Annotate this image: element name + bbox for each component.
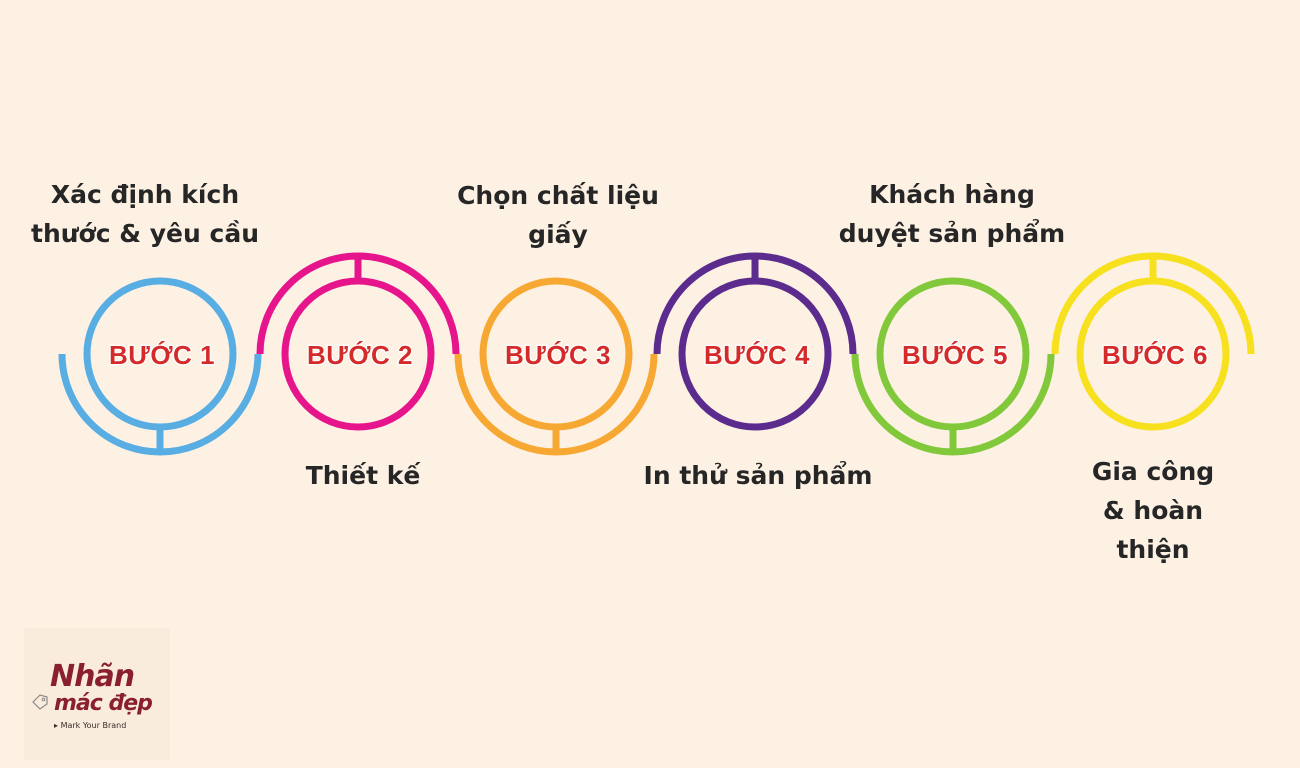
step-1-label: BƯỚC 1 (109, 340, 215, 370)
step-1-description: Xác định kích thước & yêu cầu (31, 180, 259, 248)
step-4-label: BƯỚC 4 (704, 340, 810, 370)
step-6-description: Gia công & hoàn thiện (1091, 457, 1215, 564)
step-5-label: BƯỚC 5 (902, 340, 1008, 370)
logo-line-1: Nhãn (50, 659, 135, 694)
brand-logo: Nhãn mác đẹp ▸ Mark Your Brand (24, 628, 170, 760)
step-3-circle (479, 277, 633, 431)
step-6-label: BƯỚC 6 (1102, 340, 1208, 370)
step-5-circle (876, 277, 1030, 431)
step-3-description: Chọn chất liệu giấy (457, 181, 659, 249)
logo-tagline: ▸ Mark Your Brand (54, 721, 126, 731)
step-2-label: BƯỚC 2 (307, 340, 413, 370)
logo-tagline-text: Mark Your Brand (60, 721, 127, 730)
step-6-circle (1076, 277, 1230, 431)
step-1-circle (83, 277, 237, 431)
step-2-circle (281, 277, 435, 431)
play-icon: ▸ (54, 721, 59, 730)
step-5-description: Khách hàng duyệt sản phẩm (838, 180, 1066, 248)
step-4-description: In thử sản phẩm (643, 461, 873, 490)
logo-line-2: mác đẹp (54, 691, 153, 716)
step-2-description: Thiết kế (305, 461, 421, 490)
label-tag-icon (32, 694, 48, 710)
step-3-label: BƯỚC 3 (505, 340, 611, 370)
step-4-circle (678, 277, 832, 431)
